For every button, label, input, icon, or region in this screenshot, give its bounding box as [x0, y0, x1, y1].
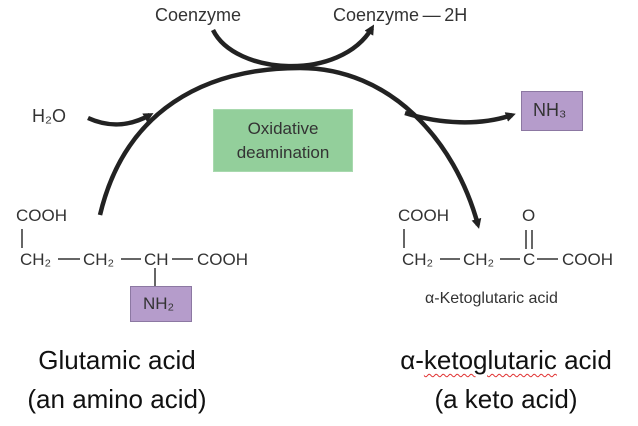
right-caption-line2: (a keto acid) [434, 384, 578, 414]
keto-oxygen: O [522, 206, 536, 225]
coenzyme-label: Coenzyme [155, 5, 242, 25]
glutamic-ch2-b: CH₂ [83, 250, 115, 269]
water-arrow [87, 113, 154, 127]
keto-cooh-top: COOH [398, 206, 449, 225]
glutamic-ch: CH [144, 250, 169, 269]
keto-ch2-b: CH₂ [463, 250, 495, 269]
oxidative-deamination-box: Oxidative deamination [213, 109, 353, 172]
keto-structure-name: α-Ketoglutaric acid [425, 290, 558, 307]
glutamic-cooh-right: COOH [197, 250, 248, 269]
ammonia-box: NH₃ [521, 91, 583, 131]
right-caption-line1: α-ketoglutaric acid [375, 345, 637, 376]
alpha-prefix: α- [400, 345, 424, 375]
left-caption-line1: Glutamic acid [38, 345, 196, 375]
ammonia-label: NH₃ [533, 100, 567, 120]
reaction-label-line2: deamination [236, 143, 330, 162]
amine-label: NH₂ [143, 294, 175, 313]
keto-ch2-a: CH₂ [402, 250, 434, 269]
reaction-label-line1: Oxidative [247, 119, 319, 138]
water-label: H₂O [32, 106, 66, 126]
coenzyme-2h-label: Coenzyme — 2H [333, 5, 468, 25]
left-caption-line2: (an amino acid) [27, 384, 207, 414]
keto-cooh-right: COOH [562, 250, 613, 269]
ammonia-arrow [404, 110, 516, 125]
keto-carbonyl-c: C [523, 250, 536, 269]
glutamic-ch2-a: CH₂ [20, 250, 52, 269]
acid-word: acid [556, 345, 612, 375]
amine-box: NH₂ [130, 286, 192, 322]
ketoglutaric-word: ketoglutaric [423, 345, 557, 375]
coenzyme-arrow [210, 24, 375, 69]
glutamic-cooh-top: COOH [16, 206, 67, 225]
